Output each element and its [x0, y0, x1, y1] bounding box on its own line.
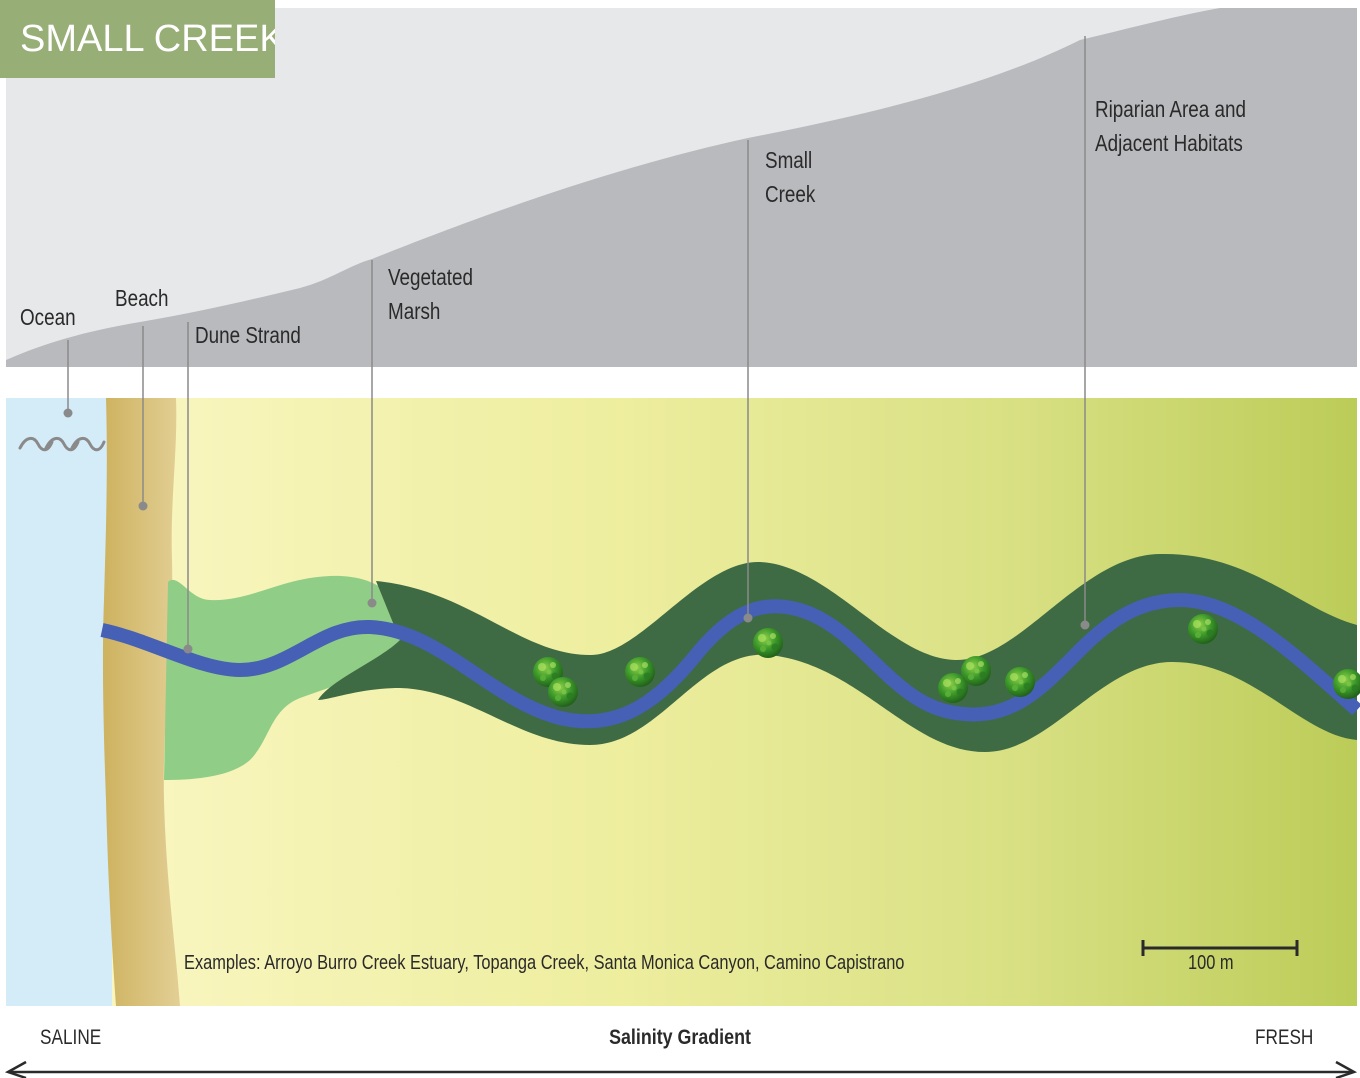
label-riparian-line1: Riparian Area and: [1095, 96, 1246, 122]
wave-icon: [18, 437, 106, 452]
fresh-label: FRESH: [1255, 1026, 1314, 1049]
leader-lines: [63, 36, 1090, 654]
ocean-area: [6, 398, 112, 1006]
salinity-gradient-title: Salinity Gradient: [609, 1026, 751, 1049]
saline-label: SALINE: [40, 1026, 102, 1049]
label-dune-strand: Dune Strand: [195, 322, 301, 348]
shrub-icon: [1188, 614, 1218, 644]
label-small-creek-line2: Creek: [765, 181, 816, 207]
page-title: SMALL CREEK: [0, 0, 275, 78]
salinity-arrow: [4, 1060, 1358, 1078]
label-vegetated-marsh: Vegetated Marsh: [388, 260, 473, 328]
label-small-creek: Small Creek: [765, 143, 815, 211]
shrub-icon: [1005, 667, 1035, 697]
scale-bar: [1141, 940, 1299, 956]
creek-water: [100, 592, 1360, 729]
label-ocean: Ocean: [20, 304, 76, 330]
label-vegetated-marsh-line2: Marsh: [388, 298, 441, 324]
examples-text: Examples: Arroyo Burro Creek Estuary, To…: [184, 952, 905, 974]
label-riparian: Riparian Area and Adjacent Habitats: [1095, 92, 1246, 160]
label-riparian-line2: Adjacent Habitats: [1095, 130, 1243, 156]
shrub-icon: [625, 657, 655, 687]
label-vegetated-marsh-line1: Vegetated: [388, 264, 473, 290]
label-small-creek-line1: Small: [765, 147, 813, 173]
beach-area: [102, 398, 180, 1006]
scale-bar-label: 100 m: [1188, 952, 1234, 974]
shrub-icon: [548, 677, 578, 707]
creek-corridor: [318, 553, 1357, 752]
shrub-icon: [961, 656, 991, 686]
shrub-icon: [753, 628, 783, 658]
elevation-profile: [6, 8, 1357, 367]
label-beach: Beach: [115, 285, 169, 311]
